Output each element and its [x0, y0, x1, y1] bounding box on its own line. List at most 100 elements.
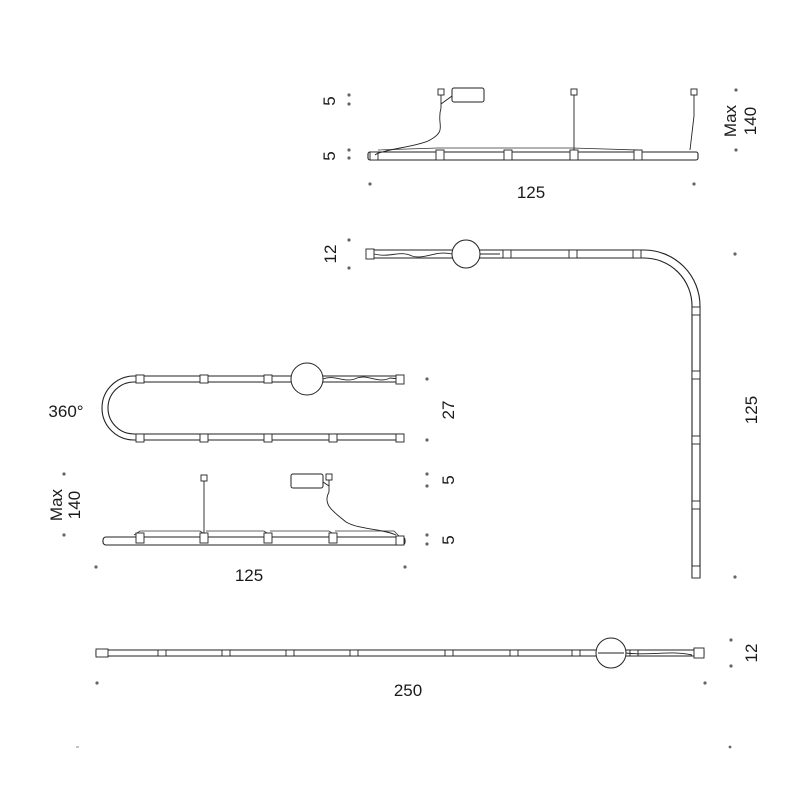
dimension-dot — [729, 664, 733, 668]
dimension-dot — [425, 533, 429, 537]
connector — [633, 149, 643, 161]
suspension-cable — [689, 115, 695, 151]
end-cap — [395, 374, 405, 385]
connector — [691, 435, 701, 445]
end-cap — [395, 433, 405, 443]
connector — [221, 649, 231, 657]
driver-disc — [451, 239, 481, 269]
power-cable — [326, 491, 397, 536]
ceiling-anchor — [200, 474, 208, 482]
power-cable-link — [322, 481, 330, 487]
dimension-dot — [734, 88, 738, 92]
connector — [135, 532, 145, 544]
dimension-dot — [347, 266, 351, 270]
ceiling-anchor — [570, 88, 578, 96]
dimension-dot — [425, 438, 429, 442]
track-inner — [368, 257, 693, 578]
connector — [199, 433, 209, 443]
dimension-dot — [347, 93, 351, 97]
connector — [199, 532, 209, 544]
dimension-dot — [703, 681, 707, 685]
connector — [328, 532, 338, 544]
connector — [199, 374, 209, 384]
dimension-max-label: Max — [47, 488, 66, 521]
track-top-line — [133, 530, 401, 538]
connector — [571, 649, 581, 657]
dimension-dot — [425, 484, 429, 488]
side-view-top: 5 5 Max 140 125 — [320, 87, 760, 202]
plan-view-loop: 360° 27 — [48, 362, 458, 443]
connector — [328, 433, 338, 443]
dimension-max-value: 140 — [65, 491, 84, 519]
connector — [569, 149, 579, 161]
power-cable — [322, 376, 401, 381]
dimension-dot — [692, 182, 696, 186]
dimension-length: 125 — [742, 396, 761, 424]
driver-box — [451, 87, 485, 103]
dimension-dot — [425, 542, 429, 546]
dimension-dot — [734, 148, 738, 152]
driver-disc — [290, 362, 324, 396]
dimension-dot — [733, 575, 737, 579]
connector — [157, 649, 167, 657]
dimension-dot — [95, 681, 99, 685]
connector — [263, 532, 273, 544]
connector — [135, 433, 145, 443]
power-cable — [625, 652, 693, 656]
connector — [444, 649, 454, 657]
dimension-max-label: Max — [721, 104, 740, 137]
dimension-thickness: 12 — [742, 644, 761, 663]
ceiling-anchor — [325, 473, 333, 481]
end-cap — [693, 647, 705, 659]
driver-box — [290, 473, 324, 489]
track-profile — [102, 536, 406, 546]
connector — [263, 374, 273, 384]
dimension-dot — [425, 472, 429, 476]
dimension-max-value: 140 — [741, 107, 760, 135]
side-view-mid: Max 140 5 5 125 — [47, 472, 458, 585]
connector — [632, 249, 642, 259]
end-cap — [365, 248, 375, 260]
track-profile — [367, 151, 699, 161]
connector — [568, 249, 578, 259]
dimension-dot — [368, 182, 372, 186]
end-cap — [395, 535, 405, 546]
dimension-thickness: 12 — [321, 245, 340, 264]
connector — [435, 149, 445, 161]
dimension-dot — [425, 377, 429, 381]
dimension-dot — [729, 638, 733, 642]
connector — [263, 433, 273, 443]
track-outer — [101, 375, 404, 441]
connector — [691, 500, 701, 510]
dimension-dot — [733, 252, 737, 256]
corner-mark — [728, 745, 732, 749]
track-inner — [107, 381, 404, 435]
dimension-length: 250 — [394, 681, 422, 700]
dimension-width: 27 — [439, 401, 458, 420]
dimension-angle: 360° — [48, 402, 83, 421]
dimension-length: 125 — [517, 183, 545, 202]
power-cable — [374, 107, 442, 156]
connector — [285, 649, 295, 657]
dimension-dot — [62, 472, 66, 476]
connector — [691, 306, 701, 316]
dimension-dot — [94, 565, 98, 569]
dimension-height-lower: 5 — [320, 151, 339, 160]
dimension-dot — [347, 102, 351, 106]
dimension-height-lower: 5 — [439, 535, 458, 544]
plan-view-corner: 12 125 — [321, 238, 761, 579]
dimension-dot — [347, 156, 351, 160]
track-outer — [368, 249, 701, 578]
dimension-height-upper: 5 — [439, 475, 458, 484]
dimension-dot — [347, 148, 351, 152]
dimension-dot — [62, 533, 66, 537]
ceiling-anchor — [437, 88, 445, 96]
dimension-dot — [347, 238, 351, 242]
connector — [691, 370, 701, 380]
end-cap — [691, 565, 701, 579]
connector — [503, 149, 513, 161]
end-cap — [95, 648, 109, 658]
power-cable-link — [440, 95, 453, 105]
ceiling-anchor — [690, 88, 698, 96]
